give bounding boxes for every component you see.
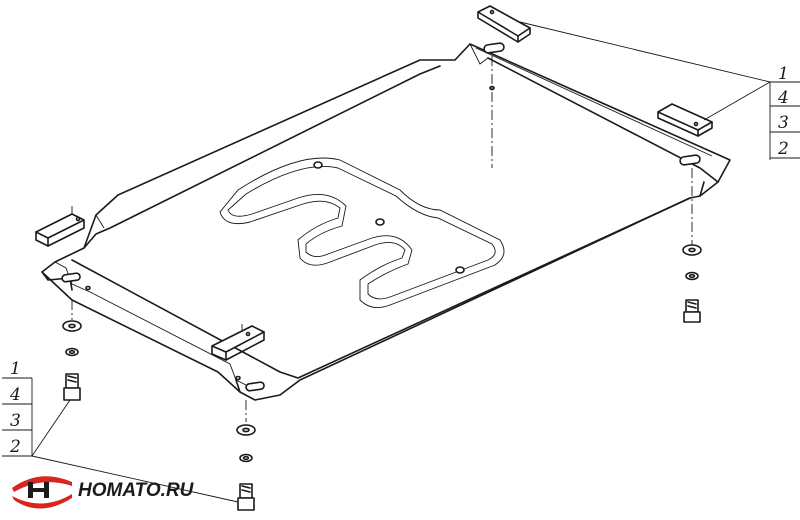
callout-right-2: 2 — [777, 139, 789, 159]
callout-left-4: 4 — [9, 385, 21, 405]
brand-logo: HOMATO.RU — [12, 476, 195, 509]
mounting-bracket — [657, 103, 713, 137]
mounting-bracket — [35, 206, 85, 247]
callout-left-2: 2 — [9, 437, 21, 457]
fastener-stack-bottom — [236, 424, 256, 511]
callout-right-1: 1 — [778, 64, 789, 84]
mounting-bracket — [477, 5, 531, 43]
logo-text: HOMATO.RU — [78, 480, 195, 501]
callout-right-3: 3 — [778, 113, 789, 133]
fastener-stack-right — [682, 244, 702, 323]
mounting-bracket — [211, 324, 265, 361]
logo-emblem-icon — [12, 476, 72, 509]
callout-left-3: 3 — [10, 411, 21, 431]
callout-right: 1 4 3 2 — [519, 21, 800, 160]
fastener-stack-left — [62, 320, 82, 401]
skid-plate — [41, 42, 731, 422]
callout-left-1: 1 — [10, 359, 21, 379]
callout-right-4: 4 — [777, 88, 789, 108]
callout-left: 1 4 3 2 — [2, 359, 239, 503]
